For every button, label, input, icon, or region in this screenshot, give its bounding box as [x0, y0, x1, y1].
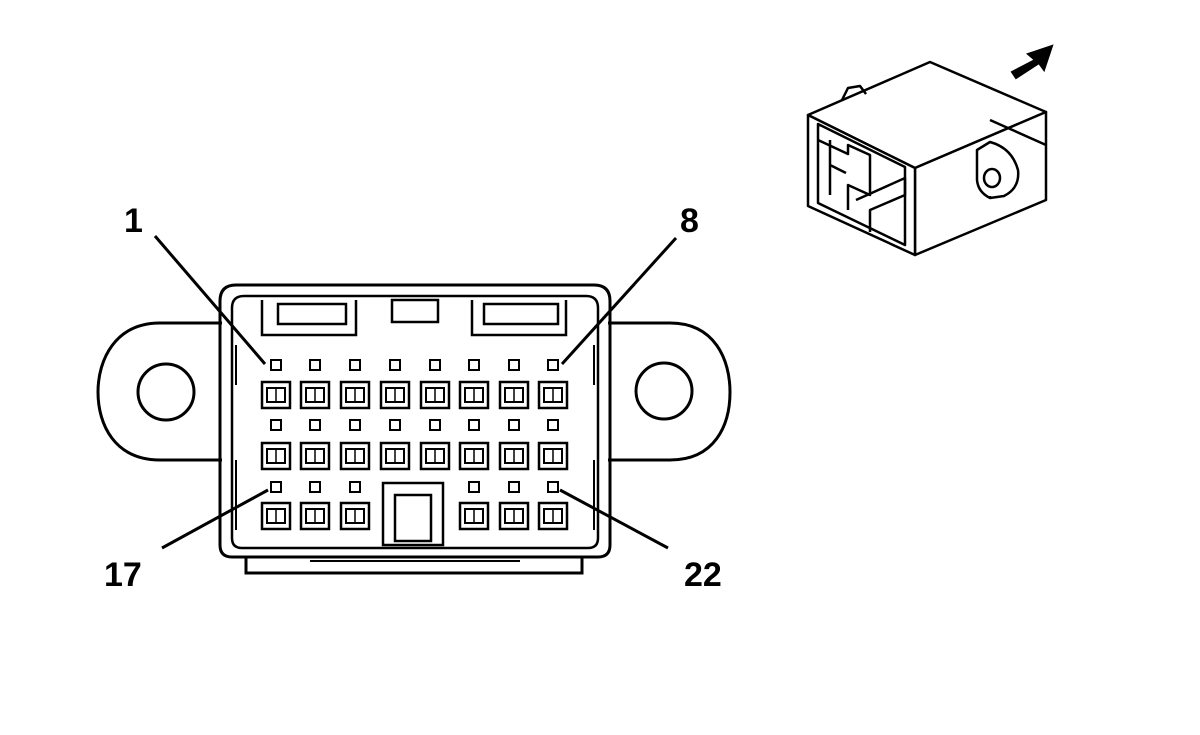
left-mounting-hole	[136, 362, 196, 422]
terminal-cavity-5	[419, 359, 451, 410]
left-mounting-ear	[96, 321, 222, 462]
pin-label-8: 8	[680, 202, 699, 240]
leader-pin-17	[161, 488, 269, 550]
pin-label-17: 17	[104, 556, 142, 594]
terminal-cavity-7	[498, 359, 530, 410]
housing-inner	[230, 294, 600, 550]
terminal-cavity-6	[458, 359, 490, 410]
terminal-cavity-8	[537, 359, 569, 410]
direction-arrow-icon	[1010, 44, 1054, 80]
terminal-cavity-1	[260, 359, 292, 410]
terminal-cavity-13	[419, 419, 451, 471]
terminal-cavity-19	[339, 481, 371, 531]
inset-front-face	[806, 113, 917, 257]
terminal-cavity-16	[537, 419, 569, 471]
leader-pin-1	[153, 235, 267, 365]
terminal-cavity-22	[537, 481, 569, 531]
right-mounting-hole	[634, 361, 694, 421]
terminal-cavity-9	[260, 419, 292, 471]
terminal-cavity-2	[299, 359, 331, 410]
terminal-cavities	[260, 359, 569, 531]
terminal-cavity-20	[458, 481, 490, 531]
top-latch-right	[482, 302, 560, 326]
terminal-cavity-11	[339, 419, 371, 471]
terminal-cavity-12	[379, 419, 411, 471]
right-mounting-ear	[608, 321, 732, 462]
leader-lines	[153, 235, 678, 550]
top-latch-center	[390, 298, 440, 324]
pin-label-22: 22	[684, 556, 722, 594]
terminal-cavity-17	[260, 481, 292, 531]
top-latch-left	[276, 302, 348, 326]
leader-pin-8	[560, 236, 678, 366]
terminal-cavity-3	[339, 359, 371, 410]
terminal-cavity-15	[498, 419, 530, 471]
pin-label-1: 1	[124, 202, 143, 240]
bottom-keying-slot	[381, 481, 445, 547]
terminal-cavity-14	[458, 419, 490, 471]
connector-face	[96, 283, 732, 575]
housing-outer	[218, 283, 612, 559]
leader-pin-22	[559, 488, 669, 550]
top-keying-area	[260, 300, 358, 337]
terminal-cavity-4	[379, 359, 411, 410]
terminal-cavity-18	[299, 481, 331, 531]
terminal-cavity-21	[498, 481, 530, 531]
terminal-cavity-10	[299, 419, 331, 471]
housing-bottom-lip	[244, 557, 584, 575]
connector-3d-view	[806, 60, 1048, 257]
